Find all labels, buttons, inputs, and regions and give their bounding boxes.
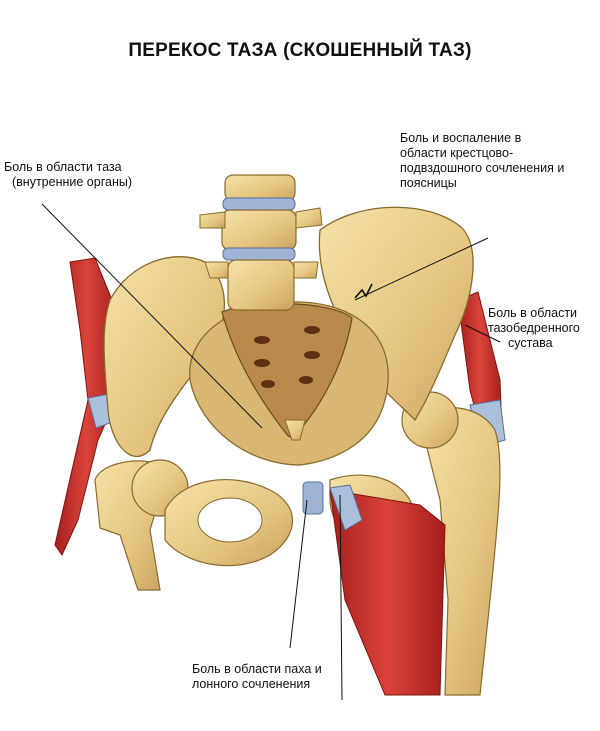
label-sacroiliac-line4: поясницы [400,176,457,190]
adductor-muscles [329,489,446,696]
sacrum [221,303,353,438]
left-gluteal-muscle [54,257,119,557]
label-pelvis-pain: Боль в области таза (внутренние органы) [4,160,132,190]
label-sacroiliac-line2: области крестцово- [400,146,514,160]
label-sacroiliac-line1: Боль и воспаление в [400,131,522,145]
pointer-groin-right [339,494,343,701]
coccyx [284,419,306,441]
left-obturator-foramen [197,497,263,543]
lumbar-vertebrae [199,174,323,311]
pubic-symphysis [302,481,324,515]
pointer-hip [464,324,501,343]
label-groin-line2: лонного сочленения [192,677,311,691]
label-groin-pain: Боль в области паха и лонного сочленения [192,662,322,692]
pointer-sacroiliac [354,237,489,301]
label-sacroiliac-line3: подвздошного сочленения и [400,161,565,175]
pointer-pelvis [41,203,263,429]
label-pelvis-pain-line1: Боль в области таза [4,160,122,174]
label-hip-line1: Боль в области [488,306,578,320]
left-ilium [103,256,226,458]
sacroiliac-marker [354,283,373,299]
sacral-foramina [254,326,320,388]
label-hip-line3: сустава [508,336,553,350]
label-groin-line1: Боль в области паха и [192,662,322,676]
label-hip-pain: Боль в области тазобедренного сустава [488,306,580,351]
label-hip-line2: тазобедренного [488,321,580,335]
label-pelvis-pain-line2: (внутренние органы) [12,175,132,189]
pointer-groin-left [289,499,308,649]
page-title: ПЕРЕКОС ТАЗА (СКОШЕННЫЙ ТАЗ) [128,40,472,61]
label-sacroiliac-pain: Боль и воспаление в области крестцово- п… [400,131,564,191]
